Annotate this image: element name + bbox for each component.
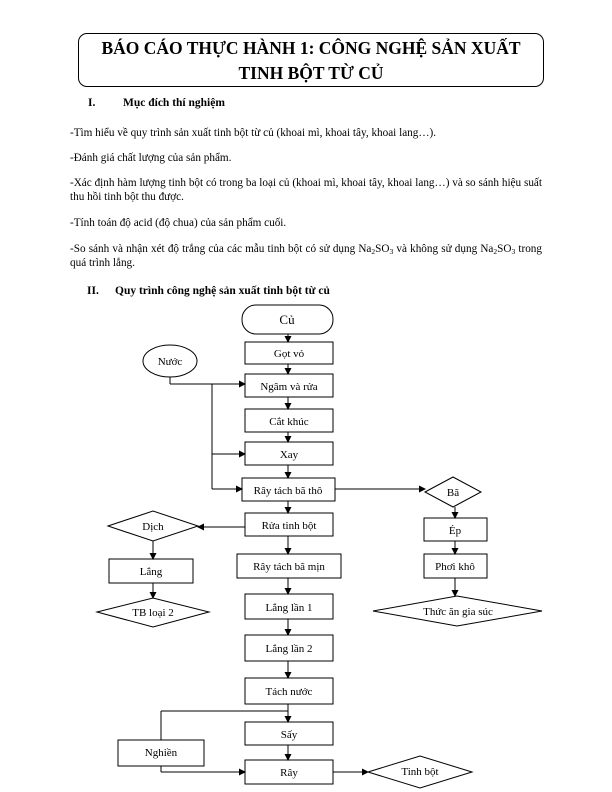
ba-label: Bã [447,487,459,499]
thuc-an-diamond [372,595,543,627]
objective-item-2: -Đánh giá chất lượng của sản phẩm. [70,152,232,164]
got-vo-label: Gọt vỏ [274,348,305,360]
tb-loai2-diamond [95,597,211,628]
report-title-box: BÁO CÁO THỰC HÀNH 1: CÔNG NGHỆ SẢN XUẤT … [78,33,544,87]
tach-nuoc-label: Tách nước [266,686,313,698]
ep-label: Ép [449,525,462,537]
lang-lan2-label: Lắng lần 2 [265,643,312,655]
ba-diamond [423,476,483,508]
section-1-title: Mục đích thí nghiệm [123,97,225,109]
dich-label: Dịch [142,521,164,533]
section-1-number: I. [88,97,96,109]
xay-label: Xay [280,449,299,461]
objective-item-3: -Xác định hàm lượng tinh bột có trong ba… [70,177,542,203]
objective-item-1: -Tìm hiểu về quy trình sản xuất tinh bột… [70,127,437,139]
cat-khuc-label: Cắt khúc [269,416,309,428]
section-2-title: Quy trình công nghệ sản xuất tinh bột từ… [115,285,330,297]
say-label: Sấy [281,729,298,741]
title-line-2: TINH BỘT TỪ CỦ [238,63,384,83]
nuoc-label: Nước [158,356,183,368]
lang-label: Lắng [140,566,163,578]
title-line-1: BÁO CÁO THỰC HÀNH 1: CÔNG NGHỆ SẢN XUẤT [101,38,521,58]
nghien-label: Nghiền [145,747,178,759]
thuc-an-label: Thức ăn gia súc [423,606,493,618]
phoi-kho-label: Phơi khô [435,561,475,573]
lang-lan1-label: Lắng lần 1 [265,602,312,614]
ngam-rua-label: Ngâm và rửa [260,381,317,393]
cu-label: Củ [279,312,295,327]
section-2-number: II. [87,285,99,297]
tb-loai2-label: TB loại 2 [132,607,174,619]
tinh-bot-diamond [366,755,474,789]
ray-ba-tho-label: Rây tách bã thô [254,485,323,497]
tinh-bot-label: Tinh bột [401,766,438,778]
ray-label: Rây [280,767,298,779]
ray-ba-min-label: Rây tách bã mịn [253,561,325,573]
rua-tinh-bot-label: Rửa tinh bột [262,520,317,532]
objective-item-5: -So sánh và nhận xét độ trắng của các mẫ… [70,243,542,269]
objective-item-4: -Tính toán độ acid (độ chua) của sản phẩ… [70,217,287,229]
